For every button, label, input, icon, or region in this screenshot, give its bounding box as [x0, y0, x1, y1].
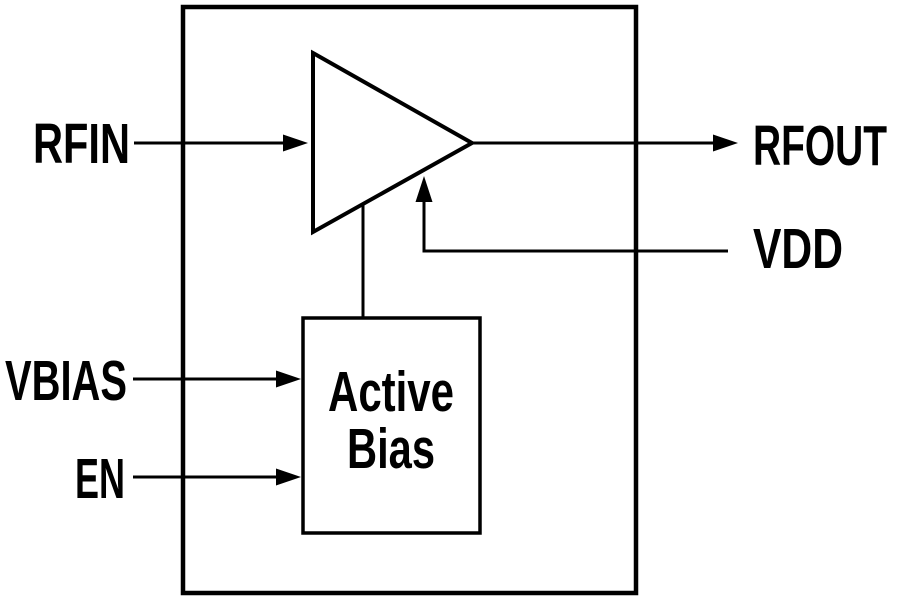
- active-bias-label-line2: Bias: [347, 417, 435, 481]
- rfout-arrowhead-icon: [713, 134, 738, 152]
- rfin-label: RFIN: [33, 112, 130, 176]
- vbias-label: VBIAS: [5, 349, 127, 413]
- active-bias-label-line1: Active: [328, 360, 454, 424]
- rfout-label: RFOUT: [753, 114, 887, 178]
- vdd-label: VDD: [753, 217, 843, 281]
- chip-outline-box: [180, 4, 639, 596]
- active-bias-box: [301, 316, 482, 535]
- vdd-arrowhead-icon: [415, 176, 433, 202]
- vbias-arrowhead-icon: [276, 370, 301, 388]
- rfin-arrowhead-icon: [283, 134, 308, 152]
- amplifier-triangle-icon: [311, 49, 477, 236]
- en-label: EN: [75, 447, 125, 511]
- vdd-wire: [422, 198, 728, 253]
- en-arrowhead-icon: [276, 468, 301, 486]
